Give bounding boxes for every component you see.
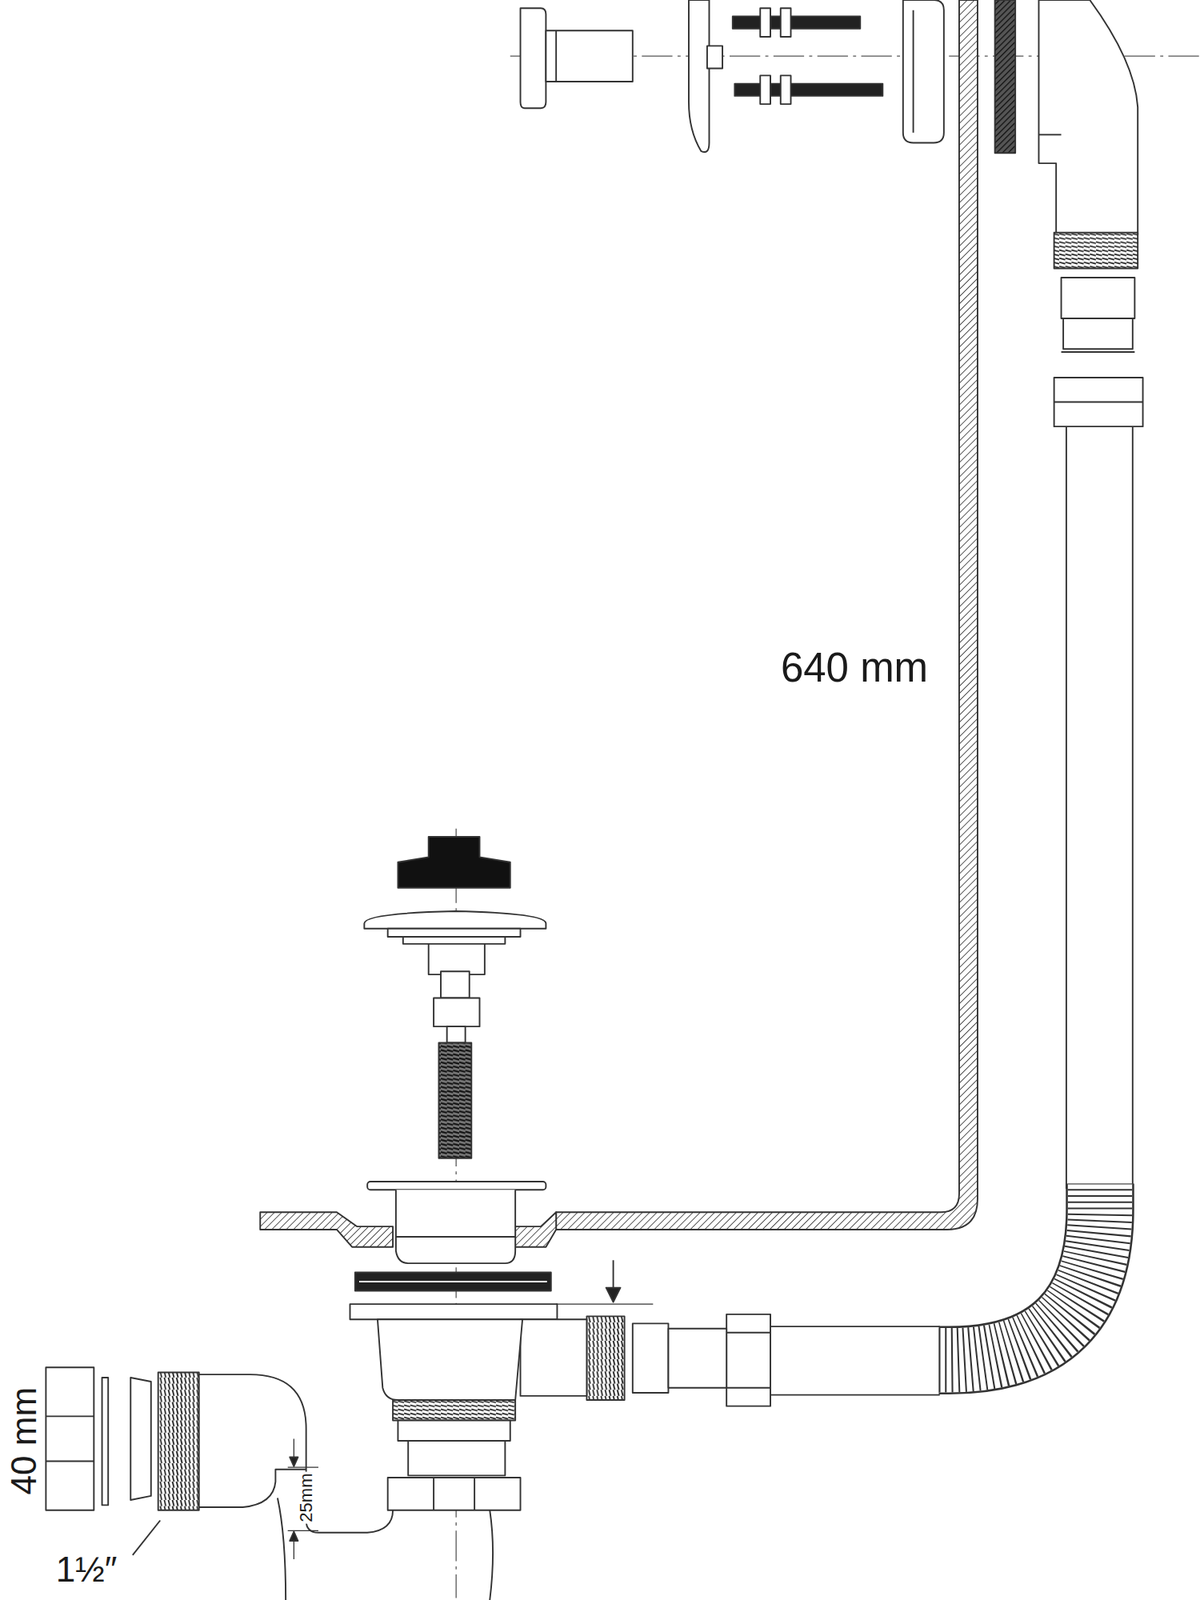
- dimension-label: 40 mm: [4, 1385, 44, 1496]
- dimension-label: 25mm: [297, 1471, 317, 1524]
- dimension-label: 640 mm: [779, 645, 930, 691]
- pipe-size-label: 1½″: [54, 1550, 120, 1589]
